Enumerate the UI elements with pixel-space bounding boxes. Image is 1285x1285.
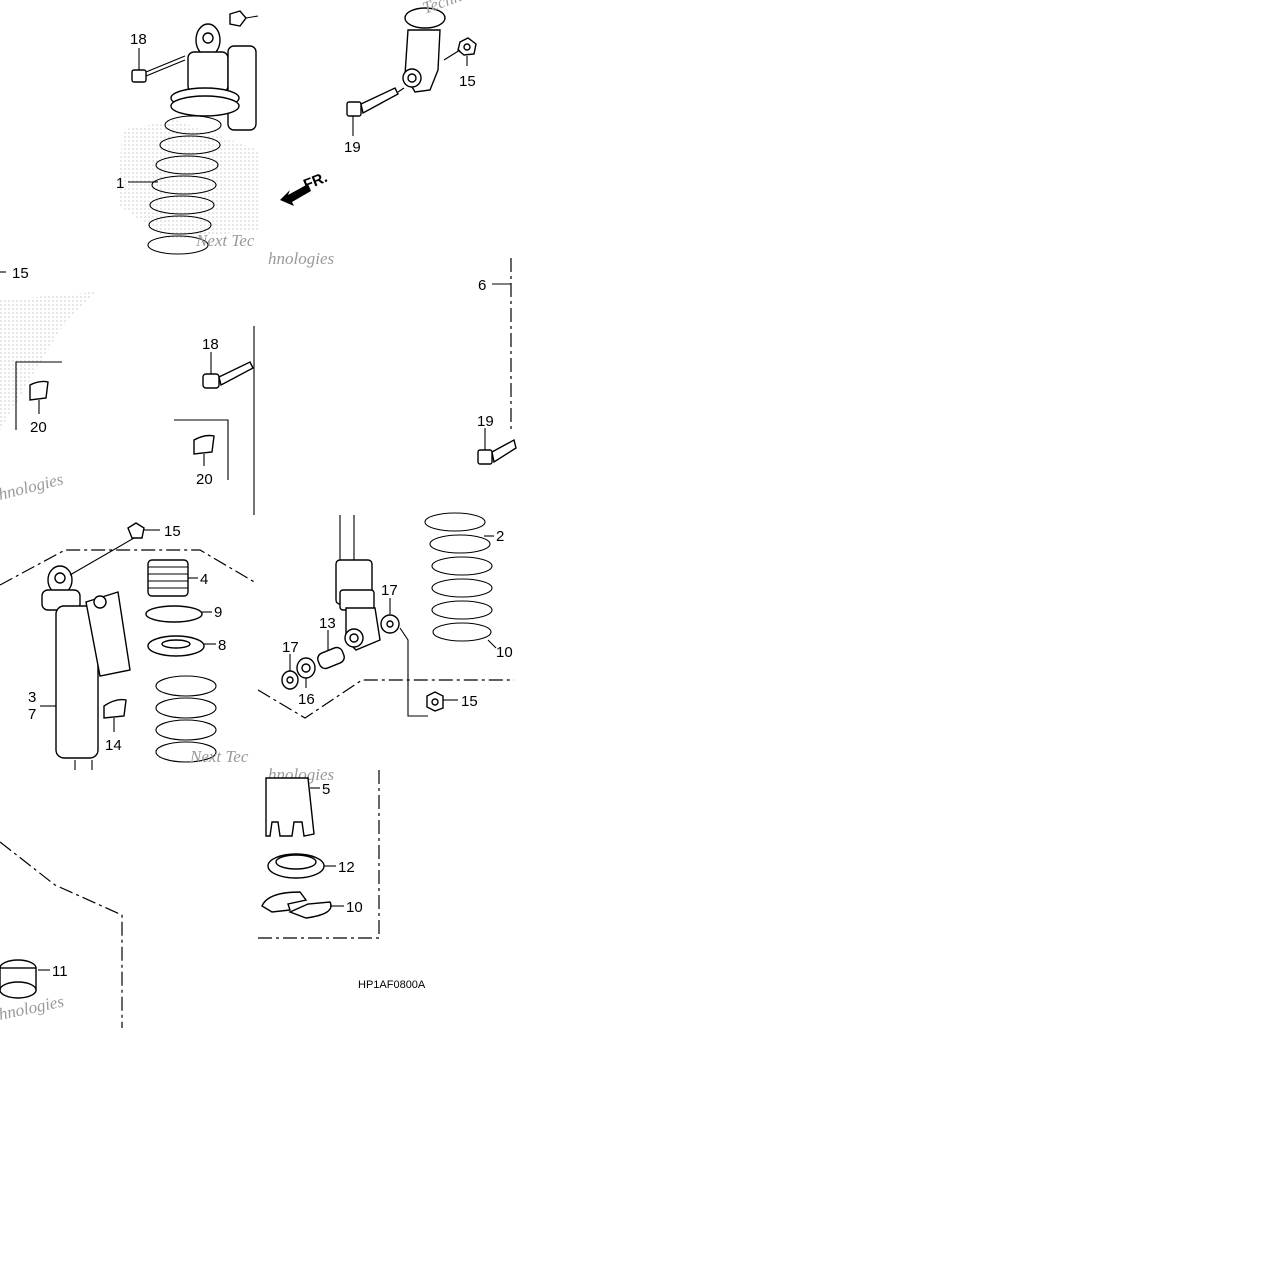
callout-4: 4 [200, 571, 208, 588]
tile-assembled-shock: 18 1 Next Tec [116, 10, 259, 255]
callout-2: 2 [496, 528, 504, 545]
callout-16: 16 [298, 691, 315, 708]
callout-15-top: 15 [459, 73, 476, 90]
callout-17-right: 17 [381, 582, 398, 599]
tile-bump-stop: 11 hnologies [0, 841, 123, 1028]
tile-lower-bushings: 17 13 16 17 15 2 10 hnolo [257, 512, 514, 784]
spring-coils-exploded [155, 675, 217, 763]
callout-18-mid: 18 [202, 336, 219, 353]
front-arrow-label: FR. [301, 169, 330, 194]
tile-bolt-19: 6 19 [477, 258, 517, 465]
callout-15-bottomleft: 15 [164, 523, 181, 540]
tile-exploded-shock: 15 4 9 8 14 3 7 [0, 522, 257, 770]
callout-15-bottommid: 15 [461, 693, 478, 710]
callout-7: 7 [28, 706, 36, 723]
spring-coils-1 [147, 115, 222, 255]
callout-19-mid: 19 [477, 413, 494, 430]
callout-6: 6 [478, 277, 486, 294]
callout-20-mid: 20 [196, 471, 213, 488]
callout-17-left: 17 [282, 639, 299, 656]
tile-bolt-18-label-20: 18 20 [174, 326, 255, 515]
callout-10-bottom: 10 [346, 899, 363, 916]
callout-9: 9 [214, 604, 222, 621]
watermark-text: Technolo [420, 0, 484, 18]
tile-label-20-left: 15 20 hnologies [0, 265, 95, 504]
callout-18-top: 18 [130, 31, 147, 48]
callout-11: 11 [52, 963, 68, 980]
callout-12: 12 [338, 859, 355, 876]
bolt-19-top [346, 87, 405, 117]
callout-1: 1 [116, 175, 124, 192]
callout-15-midleft: 15 [12, 265, 29, 282]
tile-sleeve-seat-clip: 5 12 10 HP1AF0800A [258, 770, 426, 991]
bolt-19-mid [477, 438, 517, 465]
callout-10-top: 10 [496, 644, 513, 661]
spring-coils-2 [424, 512, 493, 642]
callout-14: 14 [105, 737, 122, 754]
callout-8: 8 [218, 637, 226, 654]
watermark-text: hnologies [268, 249, 334, 268]
watermark-text: Next Tec [189, 747, 249, 766]
watermark-text: hnologies [0, 469, 65, 504]
callout-13: 13 [319, 615, 336, 632]
callout-19-top: 19 [344, 139, 361, 156]
tile-lower-mount: 15 19 FR. hnologies Technolo [268, 0, 484, 268]
watermark-text: Next Tec [195, 231, 255, 250]
callout-5: 5 [322, 781, 330, 798]
diagram-code: HP1AF0800A [358, 979, 426, 991]
callout-20-left: 20 [30, 419, 47, 436]
front-arrow: FR. [280, 169, 330, 206]
callout-3: 3 [28, 689, 36, 706]
bolt-18-top [131, 55, 186, 83]
